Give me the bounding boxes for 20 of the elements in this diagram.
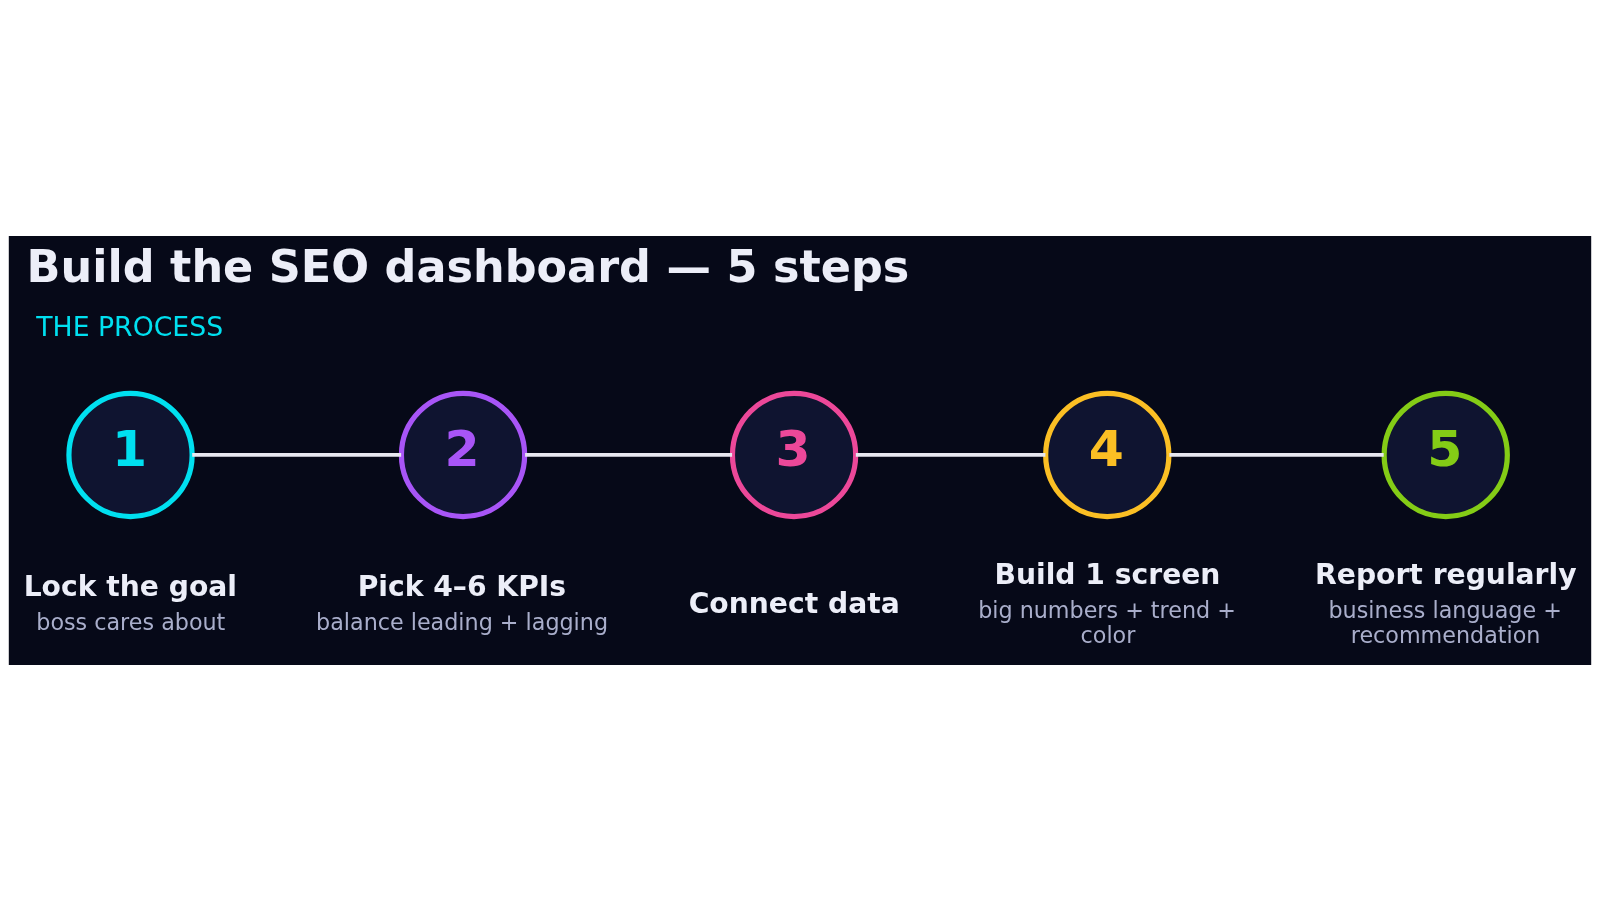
node-label: big numbers + trend + color [978, 596, 1236, 648]
diagram-title: Build the SEO dashboard — 5 steps [26, 240, 910, 293]
node-circle: 2 [398, 390, 528, 519]
node-label: Pick 4–6 KPIs [357, 569, 567, 603]
node-label: Lock the goal [23, 569, 237, 603]
label: THE PROCESS [36, 310, 224, 342]
node-circle: 5 [1381, 390, 1510, 519]
node-circle: 1 [66, 390, 195, 519]
node-label: business language + recommendation [1328, 596, 1562, 648]
node-label: balance leading + lagging [316, 608, 609, 635]
node-label: Report regularly [1315, 557, 1577, 591]
node-circle: 3 [729, 390, 859, 519]
connector [855, 452, 1046, 457]
connector [1169, 452, 1384, 457]
node-circle: 4 [1043, 390, 1172, 519]
connector [525, 452, 733, 457]
node-label: Build 1 screen [994, 557, 1221, 591]
connector [192, 452, 402, 457]
node-label: boss cares about [36, 608, 226, 635]
node-label: Connect data [688, 586, 900, 620]
